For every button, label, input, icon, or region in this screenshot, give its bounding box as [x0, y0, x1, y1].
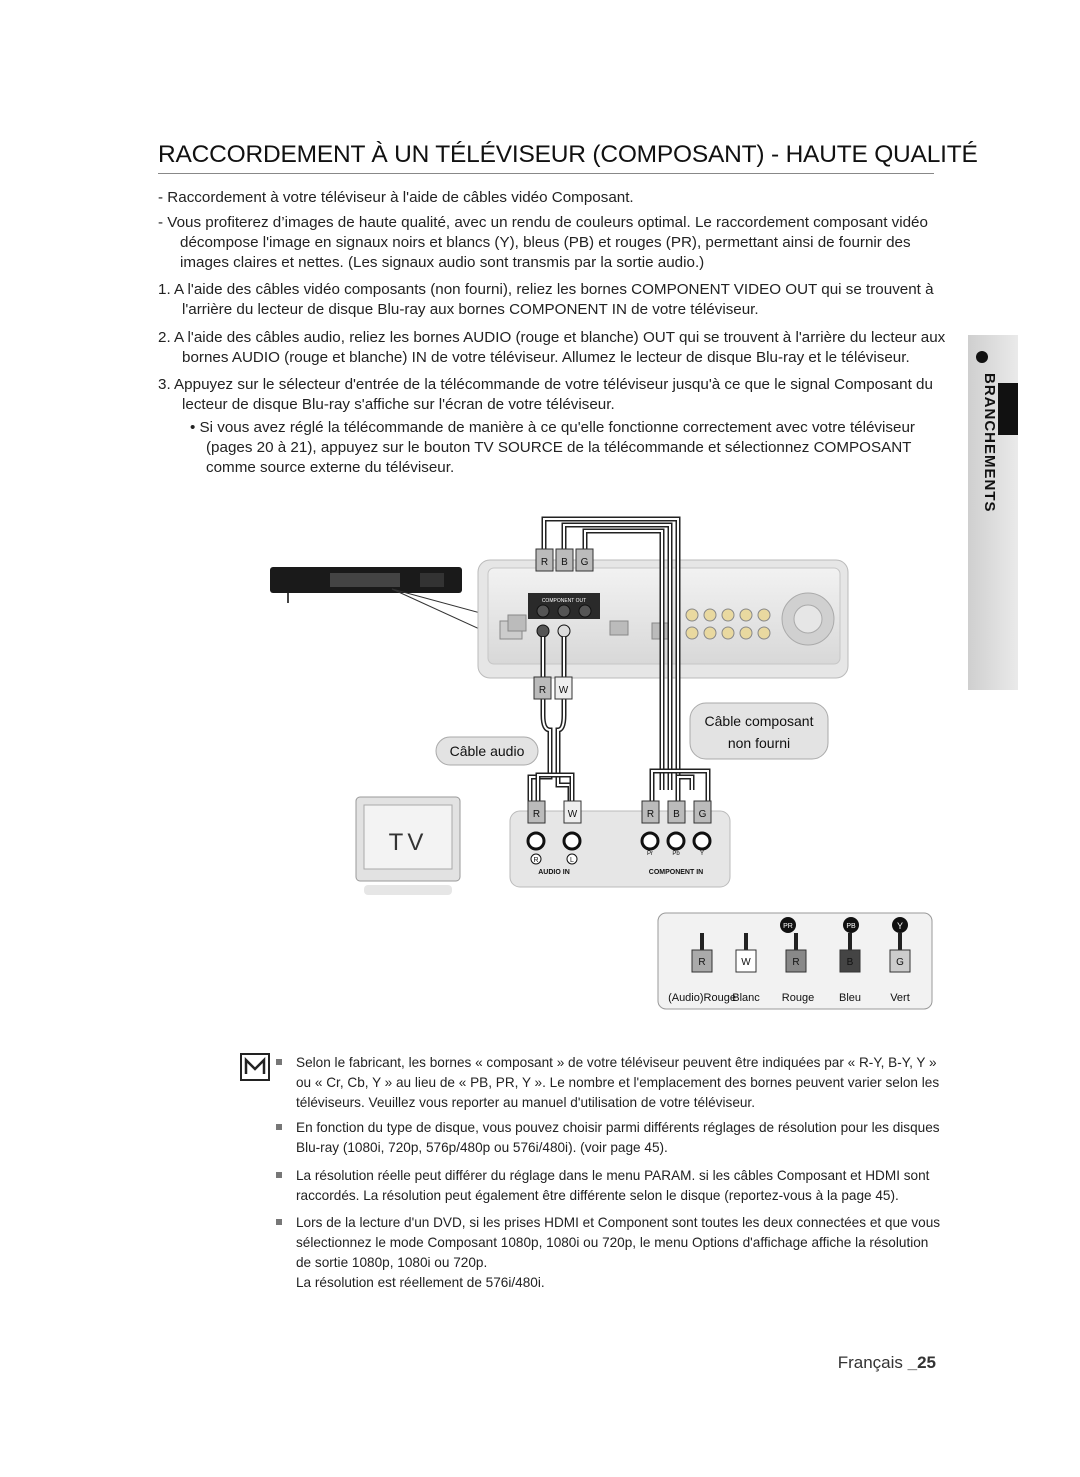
- note-4: Lors de la lecture d'un DVD, si les pris…: [276, 1213, 941, 1273]
- step-3: 3. Appuyez sur le sélecteur d'entrée de …: [158, 376, 933, 413]
- svg-text:G: G: [699, 809, 707, 820]
- svg-text:B: B: [847, 957, 854, 968]
- svg-text:non fourni: non fourni: [728, 735, 790, 751]
- footer-language: Français: [837, 1353, 908, 1372]
- svg-text:Pr: Pr: [647, 851, 653, 857]
- svg-text:R: R: [792, 957, 799, 968]
- svg-text:W: W: [559, 685, 569, 696]
- tv-source-bullet: • Si vous avez réglé la télécommande de …: [190, 419, 915, 476]
- note-2: En fonction du type de disque, vous pouv…: [276, 1118, 941, 1158]
- square-bullet-icon: [276, 1172, 282, 1178]
- svg-text:B: B: [673, 809, 680, 820]
- intro-line-2: - Vous profiterez d’images de haute qual…: [158, 214, 928, 271]
- connection-diagram: COMPONENT OUT R B G: [270, 516, 933, 1010]
- note-1: Selon le fabricant, les bornes « composa…: [276, 1053, 941, 1113]
- svg-text:Câble audio: Câble audio: [450, 743, 525, 759]
- tab-marker: [998, 383, 1018, 435]
- square-bullet-icon: [276, 1059, 282, 1065]
- svg-text:Vert: Vert: [890, 992, 910, 1004]
- svg-text:Pb: Pb: [672, 851, 680, 857]
- svg-text:Rouge: Rouge: [782, 992, 814, 1004]
- svg-text:R: R: [533, 857, 538, 864]
- svg-text:L: L: [570, 857, 574, 864]
- audio-in-label: AUDIO IN: [538, 869, 570, 876]
- rear-panel-illustration: COMPONENT OUT: [477, 559, 849, 679]
- page-number: _25: [907, 1353, 936, 1372]
- svg-text:Bleu: Bleu: [839, 992, 861, 1004]
- svg-text:R: R: [698, 957, 705, 968]
- svg-text:Y: Y: [700, 851, 704, 857]
- svg-text:W: W: [741, 957, 751, 968]
- step-1: 1. A l'aide des câbles vidéo composants …: [158, 281, 934, 318]
- svg-text:G: G: [896, 957, 904, 968]
- svg-text:Blanc: Blanc: [732, 992, 760, 1004]
- svg-text:R: R: [533, 809, 540, 820]
- svg-text:G: G: [581, 557, 589, 568]
- svg-text:PB: PB: [846, 923, 856, 930]
- cable-color-legend: PR PB Y R W R B G (Audio)Rouge Blanc Rou…: [657, 912, 933, 1010]
- note-4-continuation: La résolution est réellement de 576i/480…: [296, 1275, 545, 1290]
- tv-input-panel: R W R B G R L Pr Pb Y AUDIO IN COMPONENT…: [509, 800, 731, 888]
- tv-label: TV: [389, 829, 428, 856]
- svg-text:R: R: [539, 685, 546, 696]
- svg-text:(Audio)Rouge: (Audio)Rouge: [668, 992, 736, 1004]
- note-3: La résolution réelle peut différer du ré…: [276, 1166, 941, 1206]
- svg-text:R: R: [541, 557, 548, 568]
- page-title: RACCORDEMENT À UN TÉLÉVISEUR (COMPOSANT)…: [158, 141, 978, 168]
- component-out-label: COMPONENT OUT: [542, 598, 586, 604]
- svg-text:PR: PR: [783, 923, 793, 930]
- section-side-tab: BRANCHEMENTS: [968, 335, 1018, 690]
- side-tab-label: BRANCHEMENTS: [981, 373, 998, 513]
- note-icon: [240, 1053, 270, 1081]
- svg-text:Câble composant: Câble composant: [705, 713, 814, 729]
- tv-icon: TV: [355, 796, 461, 895]
- svg-text:Y: Y: [897, 921, 903, 931]
- bluray-player-icon: [270, 567, 462, 603]
- cable-component-label: Câble composant non fourni: [689, 702, 829, 760]
- audio-plugs-mid: R W: [533, 676, 573, 700]
- intro-line-1: - Raccordement à votre téléviseur à l'ai…: [158, 189, 634, 206]
- page-footer: Français _25: [838, 1353, 936, 1373]
- square-bullet-icon: [276, 1124, 282, 1130]
- component-plugs-top: R B G: [535, 548, 594, 572]
- svg-text:R: R: [647, 809, 654, 820]
- bullet-dot-icon: [976, 351, 988, 363]
- component-in-label: COMPONENT IN: [649, 869, 703, 876]
- svg-text:B: B: [561, 557, 568, 568]
- title-underline: [158, 173, 934, 174]
- cable-audio-label: Câble audio: [435, 736, 539, 766]
- step-2: 2. A l'aide des câbles audio, reliez les…: [158, 329, 946, 366]
- square-bullet-icon: [276, 1219, 282, 1225]
- svg-text:W: W: [568, 809, 578, 820]
